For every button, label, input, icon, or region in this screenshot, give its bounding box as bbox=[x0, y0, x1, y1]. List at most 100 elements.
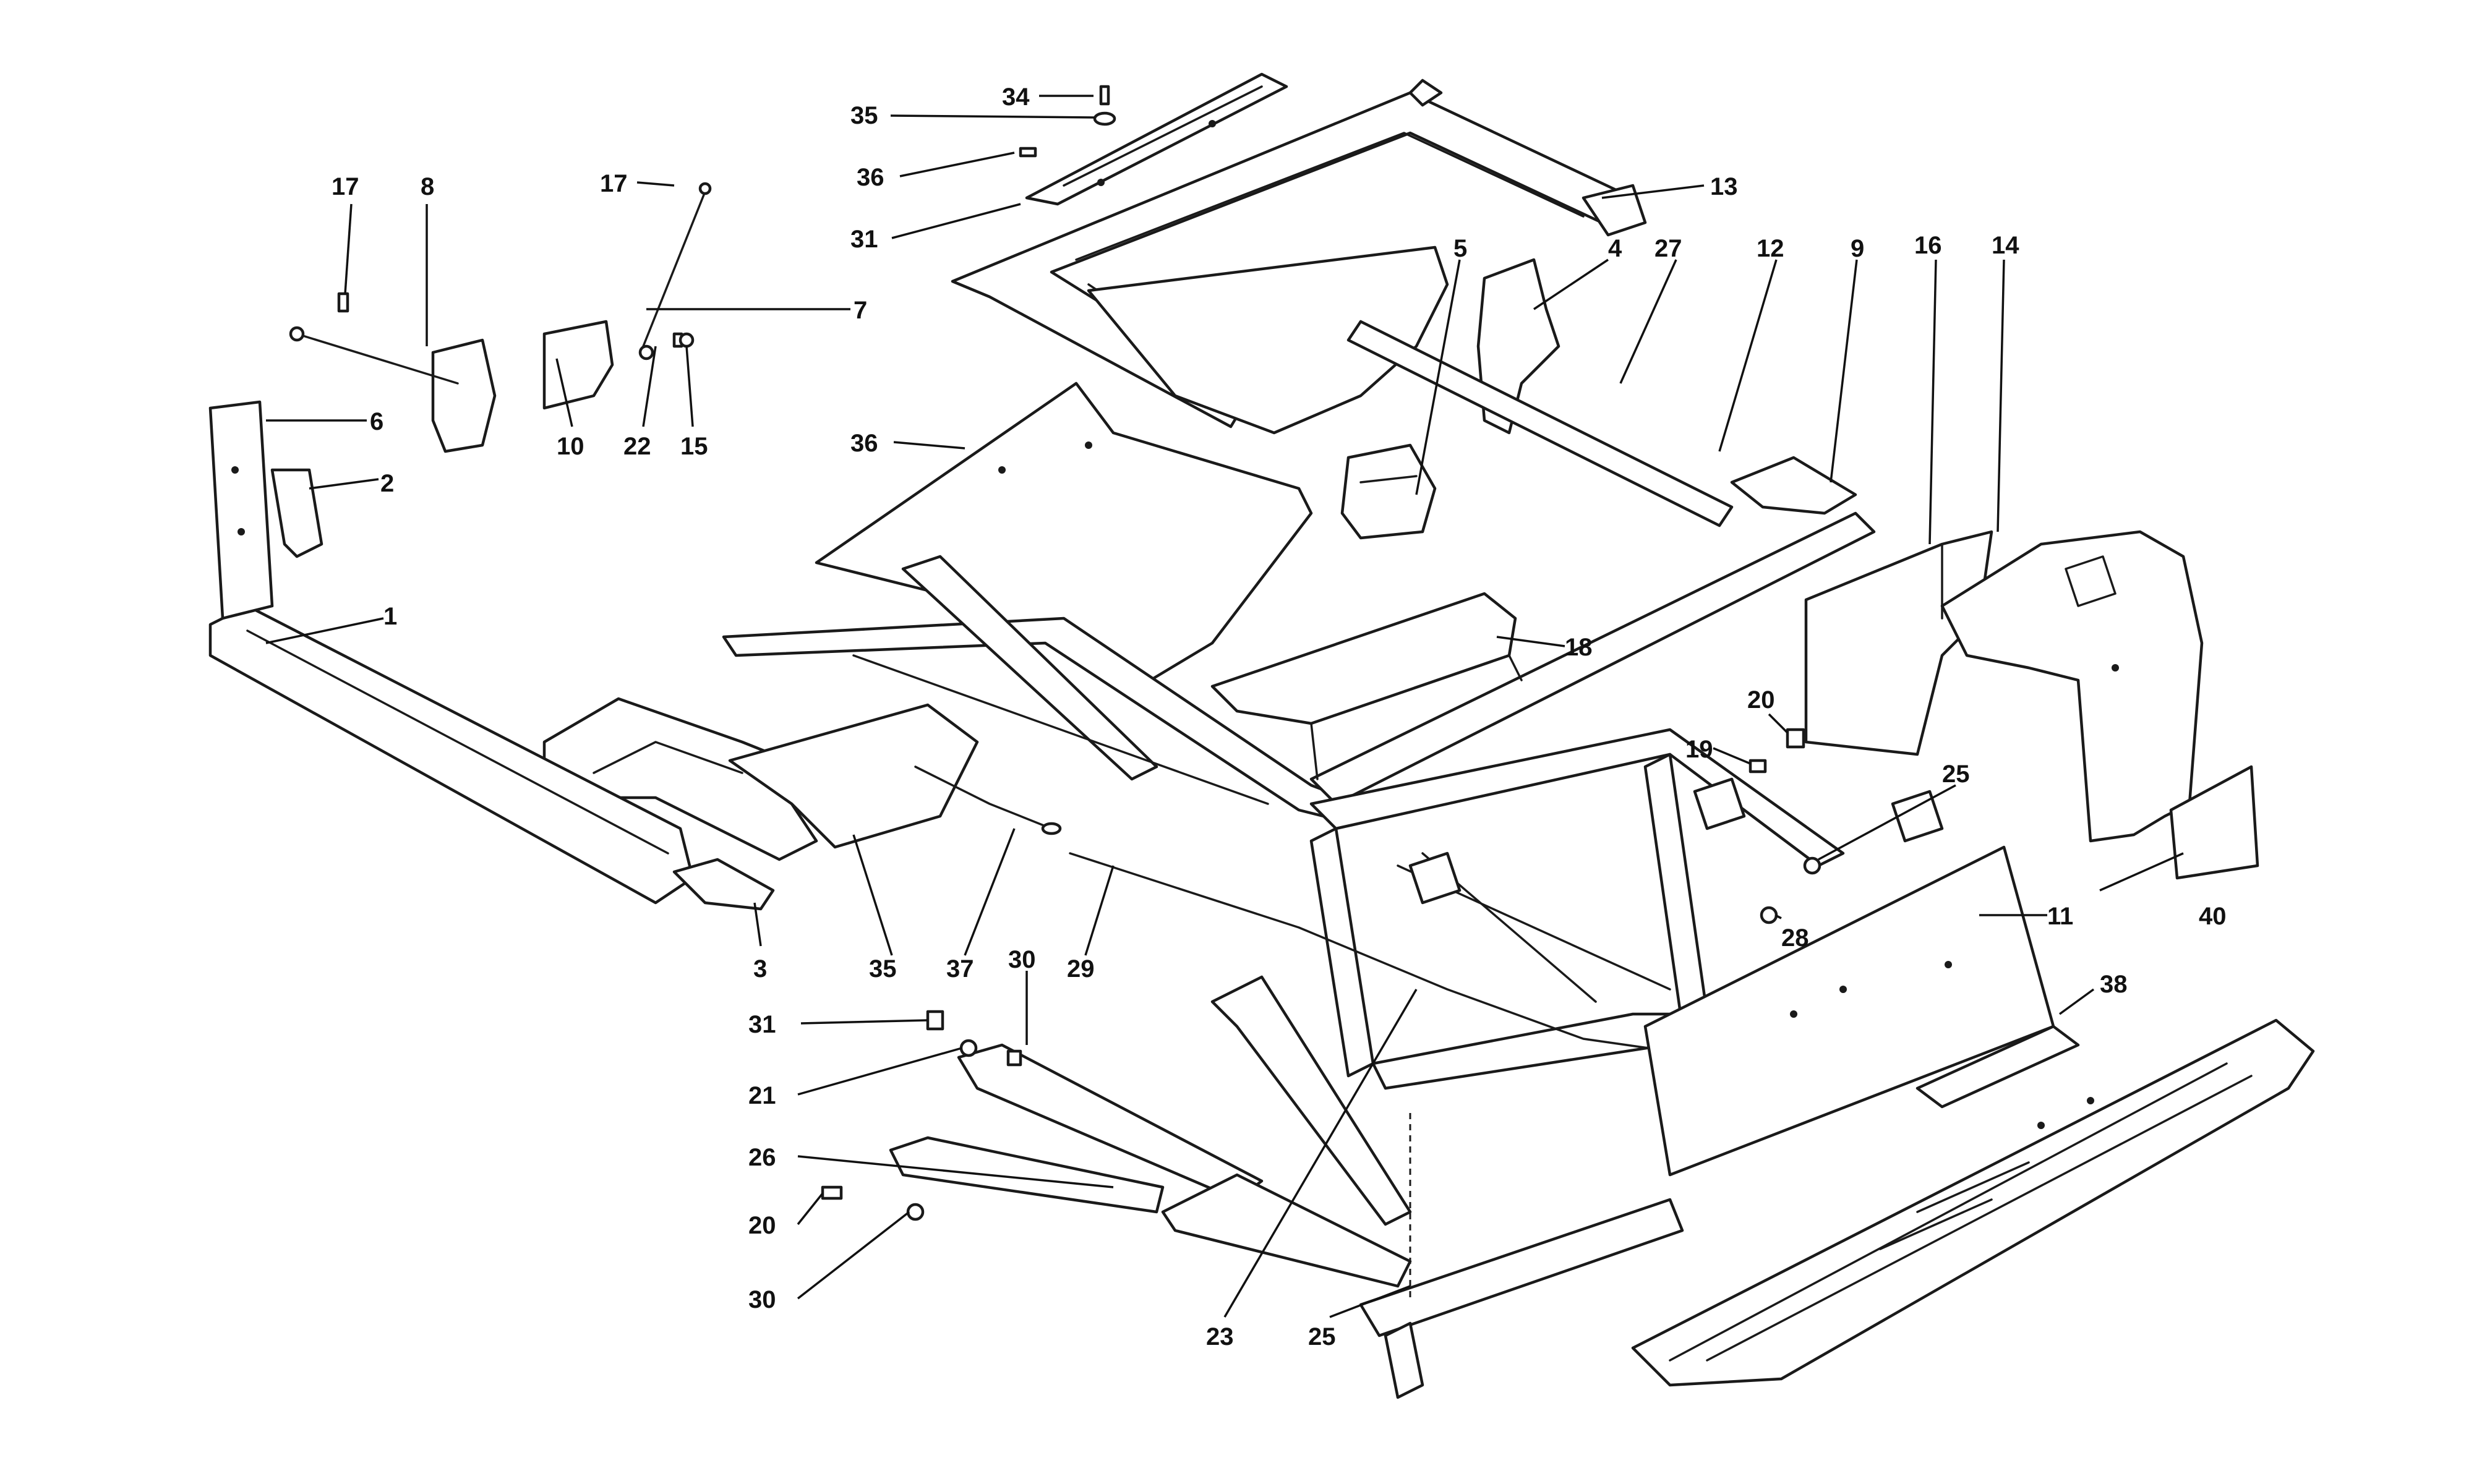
leader-15 bbox=[685, 346, 694, 427]
leader-14 bbox=[1997, 259, 2005, 532]
part-top-bracket bbox=[1025, 72, 1288, 206]
leader-26 bbox=[797, 1155, 1114, 1188]
callout-39: 36 bbox=[857, 164, 884, 191]
leader-18 bbox=[1496, 636, 1565, 647]
leader-17a bbox=[344, 203, 353, 294]
leader-5 bbox=[1415, 259, 1461, 495]
leader-25a bbox=[1818, 784, 1956, 861]
callout-8: 8 bbox=[421, 173, 434, 200]
callout-21: 20 bbox=[748, 1212, 776, 1239]
leader-21 bbox=[797, 1192, 824, 1226]
leader-24 bbox=[1223, 989, 1418, 1318]
callout-38: 35 bbox=[850, 102, 878, 129]
callout-2: 2 bbox=[380, 470, 394, 497]
callout-27: 27 bbox=[1654, 235, 1682, 262]
callout-4: 4 bbox=[1608, 235, 1622, 262]
part-cross-tube bbox=[1309, 320, 1876, 806]
leader-29 bbox=[1084, 865, 1115, 956]
leader-31 bbox=[800, 1019, 928, 1025]
callouts-layer: 34 35 36 31 13 4 5 27 12 9 16 14 17 8 17… bbox=[332, 83, 2227, 1350]
callout-11: 11 bbox=[2047, 903, 2073, 930]
callout-34: 31 bbox=[850, 226, 878, 253]
part-rod bbox=[914, 765, 1062, 835]
callout-35: 37 bbox=[946, 955, 974, 983]
callout-31: 31 bbox=[748, 1011, 776, 1038]
leader-19 bbox=[1713, 747, 1751, 765]
callout-29: 29 bbox=[1067, 955, 1095, 983]
callout-20: 20 bbox=[1747, 686, 1775, 714]
callout-1: 1 bbox=[383, 603, 397, 630]
leader-34 bbox=[891, 203, 1021, 239]
leader-13 bbox=[1601, 184, 1705, 199]
part-floor-tray bbox=[1631, 1018, 2315, 1387]
part-small-screws bbox=[337, 292, 695, 348]
part-fasteners-top bbox=[1019, 85, 1116, 158]
callout-23: 22 bbox=[623, 433, 651, 460]
part-front-pillar bbox=[208, 400, 274, 620]
part-small-plate bbox=[2169, 765, 2259, 880]
part-cross-bracket bbox=[1210, 592, 1523, 780]
callout-24: 23 bbox=[1206, 1323, 1234, 1350]
callout-7: 7 bbox=[854, 297, 867, 324]
callout-3: 3 bbox=[753, 955, 767, 983]
leader-4 bbox=[1533, 258, 1609, 310]
callout-30b: 30 bbox=[748, 1286, 776, 1313]
callout-17b: 17 bbox=[600, 170, 628, 197]
callout-40: 40 bbox=[2199, 903, 2227, 930]
leader-10 bbox=[555, 358, 573, 427]
part-wheel-arch-outer bbox=[1940, 530, 2204, 843]
part-rear-lower-frame bbox=[1309, 728, 1944, 1090]
leader-1 bbox=[265, 617, 384, 644]
leader-32 bbox=[852, 834, 893, 956]
part-lower-bolts bbox=[821, 1010, 1022, 1221]
leader-3 bbox=[753, 902, 762, 947]
callout-14: 14 bbox=[1992, 232, 2019, 259]
parts-layer bbox=[208, 72, 2315, 1399]
leaders-layer bbox=[265, 95, 2184, 1318]
part-lower-left-frame bbox=[889, 975, 1684, 1399]
callout-13: 13 bbox=[1710, 173, 1738, 200]
leader-25b bbox=[1329, 1285, 1411, 1318]
callout-22: 21 bbox=[748, 1082, 776, 1109]
leader-38 bbox=[890, 114, 1095, 119]
leader-33 bbox=[893, 441, 965, 450]
leader-40 bbox=[2099, 852, 2184, 892]
leader-20 bbox=[1768, 713, 1789, 734]
leader-2 bbox=[309, 478, 379, 490]
leader-39 bbox=[899, 151, 1015, 177]
leader-23 bbox=[642, 346, 657, 427]
leader-9 bbox=[1830, 259, 1858, 483]
callout-12: 12 bbox=[1757, 235, 1784, 262]
callout-15: 15 bbox=[680, 433, 708, 460]
callout-5: 5 bbox=[1453, 235, 1467, 262]
callout-16: 16 bbox=[1914, 232, 1942, 259]
leader-35 bbox=[964, 828, 1016, 956]
leader-30b bbox=[797, 1211, 910, 1300]
part-sill-bracket bbox=[672, 858, 775, 911]
part-mount-block bbox=[1340, 443, 1437, 540]
callout-30a: 30 bbox=[1008, 946, 1036, 973]
part-strut-rod bbox=[638, 182, 712, 360]
leader-27 bbox=[1619, 259, 1677, 384]
callout-19: 19 bbox=[1685, 736, 1713, 763]
part-hinge-assembly bbox=[289, 320, 614, 453]
part-right-small-fasteners bbox=[1748, 728, 1821, 924]
callout-33: 36 bbox=[850, 430, 878, 457]
part-rear-panel bbox=[1643, 845, 2055, 1177]
leader-12 bbox=[1718, 259, 1778, 452]
leader-36 bbox=[2058, 988, 2095, 1015]
part-rear-upper-frame bbox=[951, 79, 1647, 429]
callout-37: 34 bbox=[1002, 83, 1030, 111]
callout-10: 10 bbox=[557, 433, 584, 460]
callout-26: 26 bbox=[748, 1144, 776, 1171]
callout-25a: 25 bbox=[1942, 761, 1970, 788]
leader-28 bbox=[1774, 914, 1782, 919]
leader-16 bbox=[1928, 259, 1937, 545]
callout-17a: 17 bbox=[332, 173, 359, 200]
callout-6: 6 bbox=[370, 408, 383, 435]
leader-17b bbox=[636, 181, 675, 187]
callout-32: 35 bbox=[869, 955, 897, 983]
callout-36: 38 bbox=[2100, 971, 2128, 998]
part-pillar-bracket bbox=[270, 468, 323, 558]
